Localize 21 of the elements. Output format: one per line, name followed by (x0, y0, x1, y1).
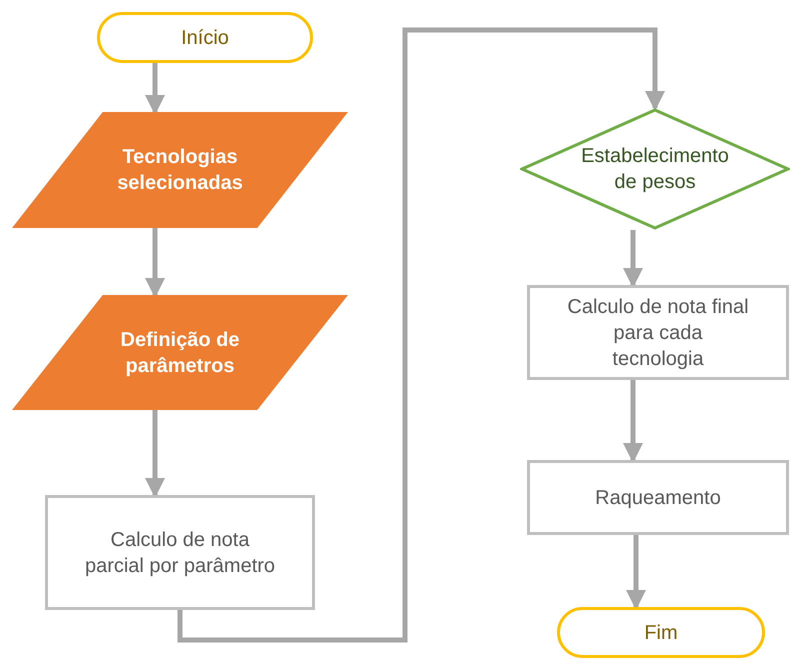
node-label: Estabelecimento de pesos (580, 144, 730, 195)
data-parallelogram (12, 295, 348, 410)
arrow (626, 535, 646, 610)
data-parallelogram (12, 112, 348, 228)
process-box (45, 495, 315, 610)
decision-diamond (520, 108, 790, 230)
node-label: Definição de parâmetros (120, 328, 240, 378)
arrow (145, 63, 165, 115)
arrow (623, 380, 643, 463)
node-label: Tecnologias selecionadas (116, 145, 244, 196)
process-box (527, 460, 789, 535)
arrow (623, 230, 643, 288)
node-label: Raqueamento (595, 486, 721, 510)
arrow (178, 28, 665, 642)
node-label: Calculo de nota parcial por parâmetro (84, 528, 276, 578)
node-label: Calculo de nota final para cada tecnologia (566, 294, 750, 372)
node-label: Fim (644, 620, 678, 646)
process-box (527, 285, 789, 380)
arrow (145, 228, 165, 298)
arrow (145, 410, 165, 498)
node-label: Início (181, 26, 229, 50)
